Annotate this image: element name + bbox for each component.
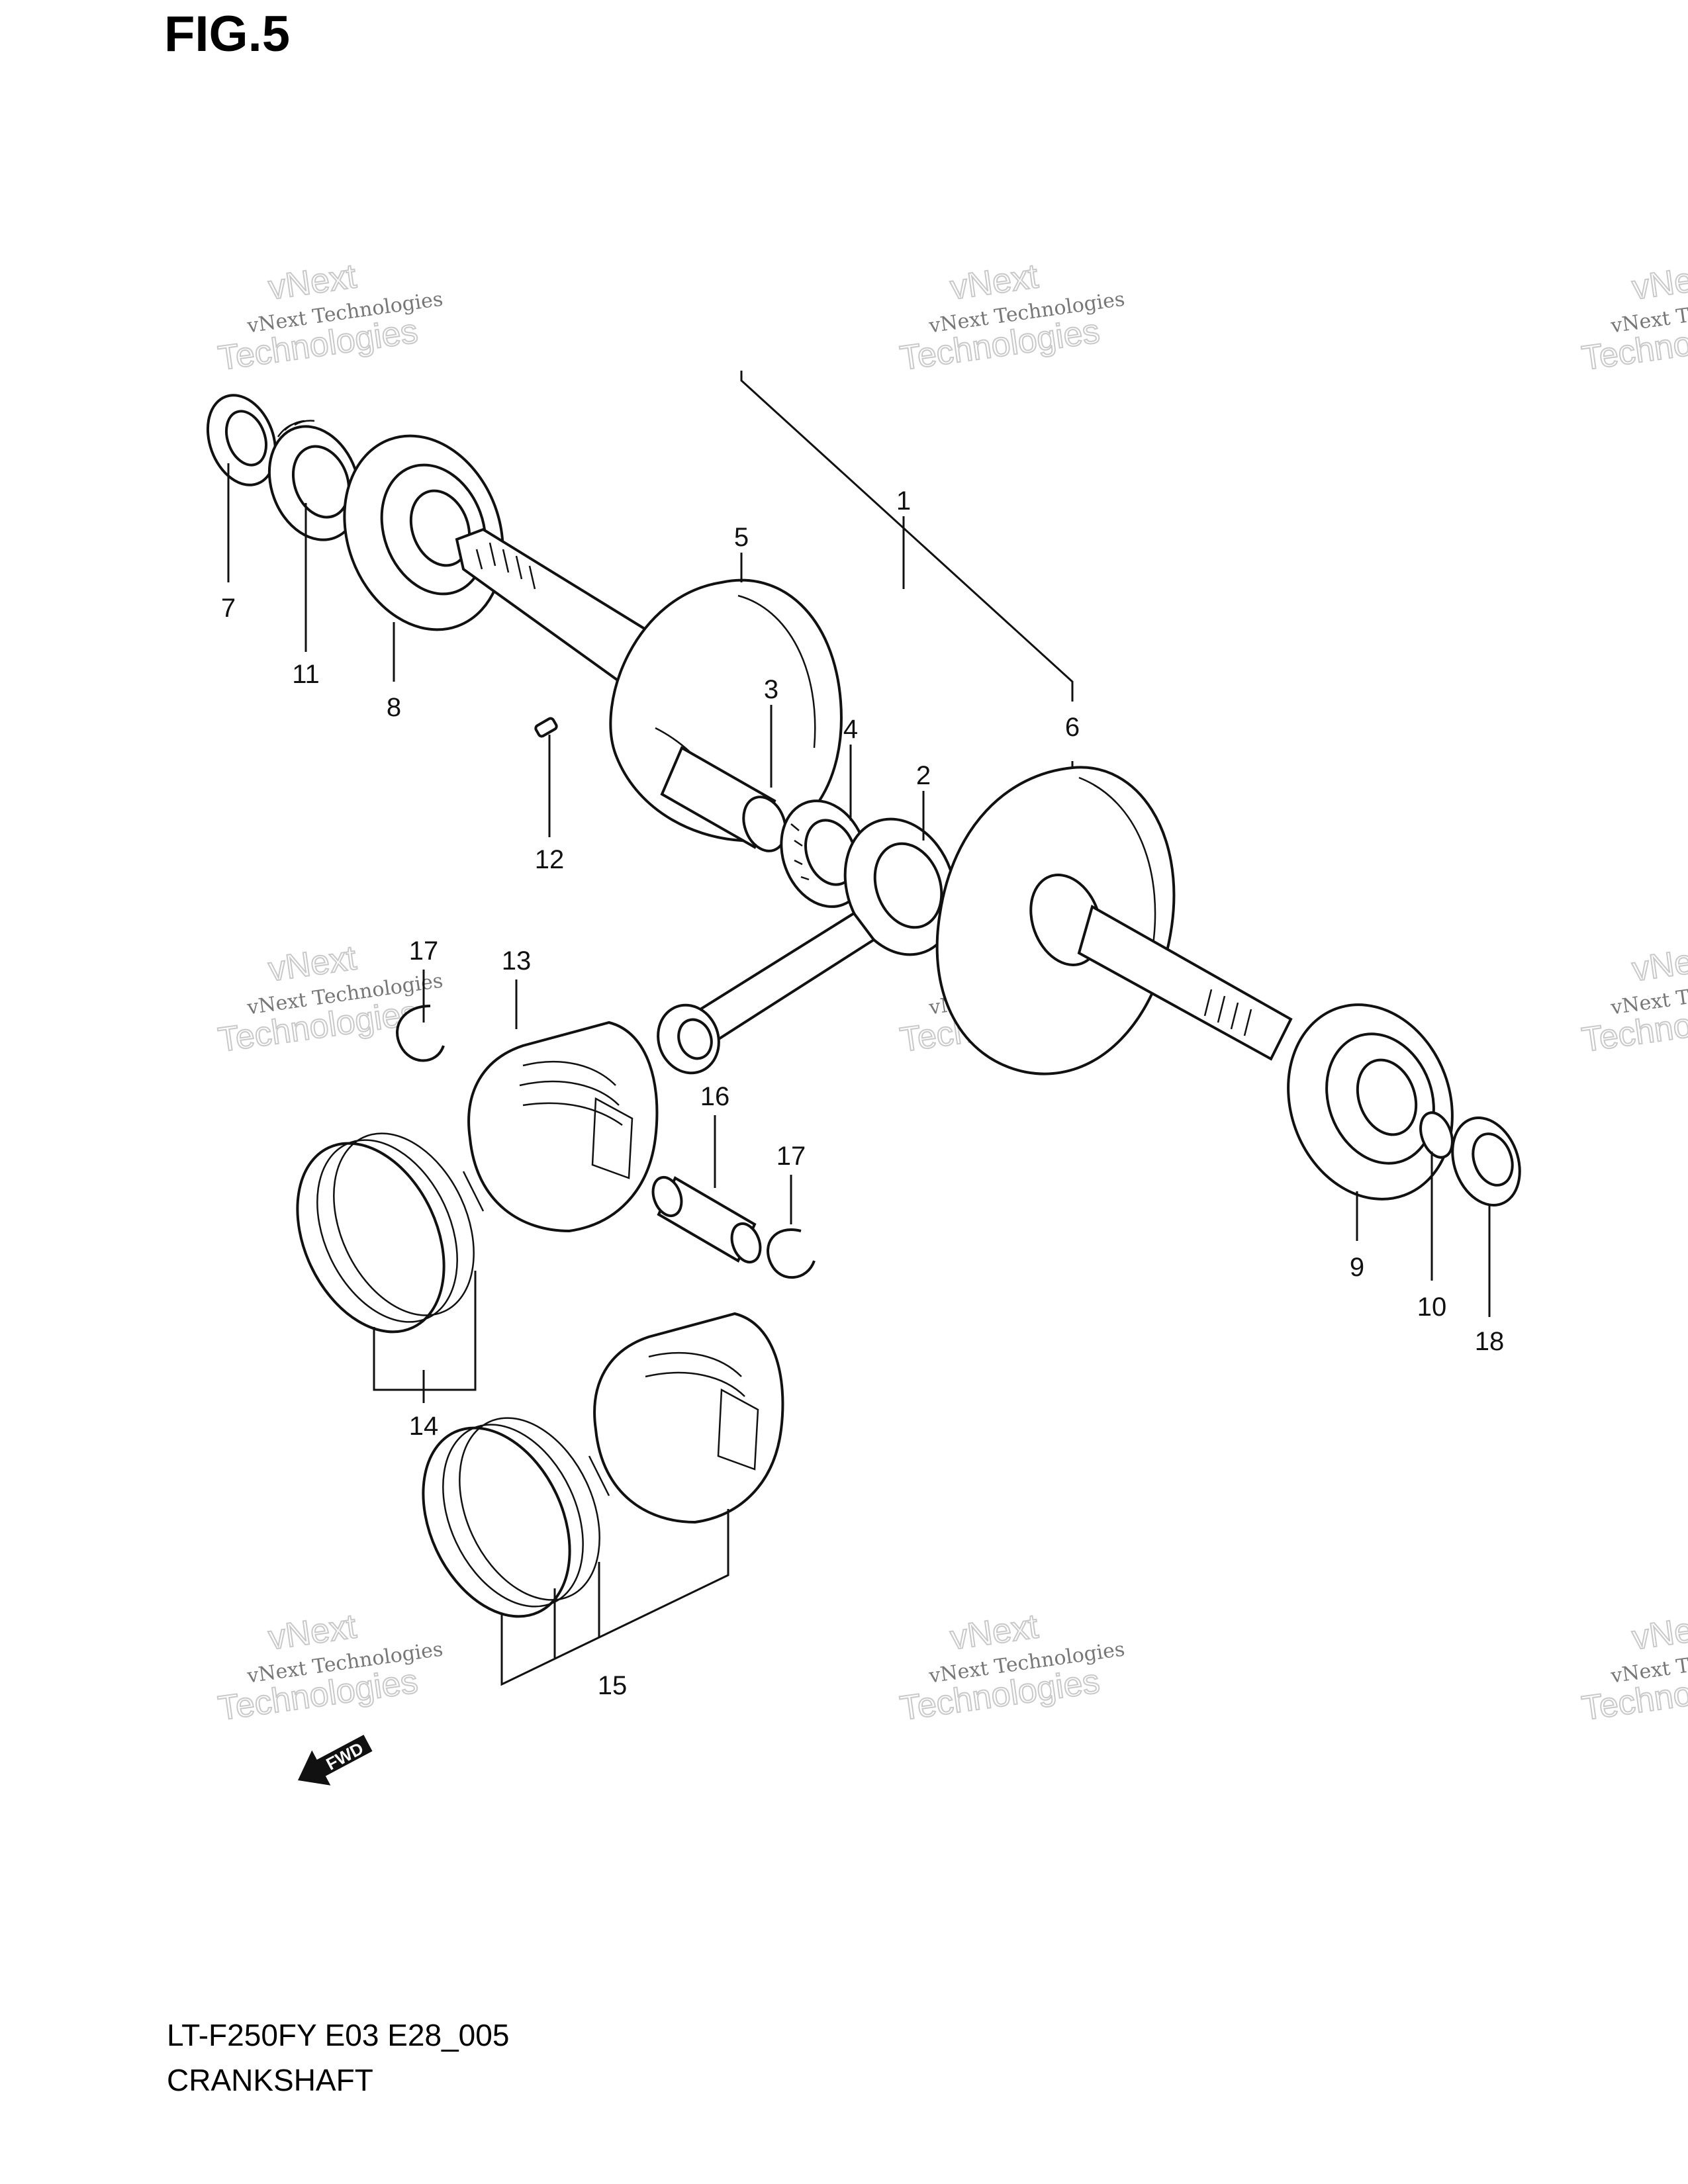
part-16-piston-pin (651, 1175, 762, 1264)
watermark-mid-right: vNext Technologies vNext Technologies (1579, 938, 1688, 1060)
watermark-text: vNext (1630, 1607, 1688, 1657)
part-13-piston (467, 1021, 659, 1233)
callout-15: 15 (598, 1671, 628, 1700)
right-crank-shaft (1077, 905, 1293, 1061)
watermark-text: vNext (948, 257, 1041, 307)
part-14-piston-rings (296, 1132, 485, 1334)
part-6-crank-web (935, 766, 1176, 1075)
figure-title: FIG.5 (164, 6, 291, 62)
callout-2: 2 (916, 761, 931, 790)
part-12-key-pin (534, 717, 558, 738)
callout-9: 9 (1350, 1253, 1364, 1282)
callout-11: 11 (292, 660, 320, 689)
part-7-nut (206, 394, 277, 486)
callout-17a: 17 (409, 936, 439, 966)
callout-5: 5 (734, 523, 749, 552)
fwd-label: FWD (323, 1738, 367, 1774)
part-3-crank-pin (660, 746, 787, 852)
model-code: LT-F250FY E03 E28_005 (167, 2018, 510, 2052)
watermark-top-center: vNext Technologies vNext Technologies (897, 256, 1126, 379)
fwd-arrow-icon: FWD (298, 1735, 373, 1786)
watermark-top-right: vNext Technologies vNext Technologies (1579, 256, 1688, 379)
callout-6: 6 (1065, 713, 1080, 742)
part-11-gear (267, 420, 361, 541)
callout-10: 10 (1417, 1293, 1447, 1322)
watermark-bottom-center: vNext Technologies vNext Technologies (897, 1606, 1126, 1729)
callout-1: 1 (896, 486, 911, 516)
callout-4: 4 (843, 715, 858, 744)
watermark-text: vNext (266, 257, 359, 307)
callout-17b: 17 (776, 1142, 806, 1171)
watermark-text: vNext (948, 1607, 1041, 1657)
part-8-bearing (343, 434, 504, 631)
callout-7: 7 (221, 594, 236, 623)
watermark-text: vNext (266, 938, 359, 989)
part-17-circlip (396, 1005, 816, 1279)
part-10-o-ring (1419, 1111, 1454, 1159)
callout-8: 8 (387, 693, 401, 722)
leader-lines (227, 371, 1491, 1686)
part-9-bearing (1287, 1003, 1454, 1201)
watermark-bottom-left: vNext Technologies vNext Technologies (215, 1606, 444, 1729)
callout-18: 18 (1475, 1327, 1505, 1356)
callout-16: 16 (700, 1082, 730, 1111)
callout-12: 12 (535, 845, 565, 874)
lower-piston (593, 1312, 784, 1524)
leader-bracket-15 (500, 1509, 729, 1686)
watermark-bottom-right: vNext Technologies vNext Technologies (1579, 1606, 1688, 1729)
callout-14: 14 (409, 1412, 439, 1441)
part-2-connecting-rod (657, 817, 957, 1075)
part-18-nut (1451, 1116, 1521, 1206)
section-name: CRANKSHAFT (167, 2063, 373, 2097)
callout-13: 13 (502, 946, 532, 976)
watermark-text: vNext (266, 1607, 359, 1657)
leader-bracket-1 (740, 371, 1074, 702)
part-15-piston-rings (422, 1417, 610, 1618)
watermark-text: vNext (1630, 938, 1688, 989)
watermark-text: vNext (1630, 257, 1688, 307)
callout-labels: 1 2 3 4 5 6 7 8 9 10 11 12 13 14 15 16 1… (221, 486, 1504, 1700)
callout-3: 3 (764, 675, 778, 704)
watermark-top-left: vNext Technologies vNext Technologies (215, 256, 444, 379)
